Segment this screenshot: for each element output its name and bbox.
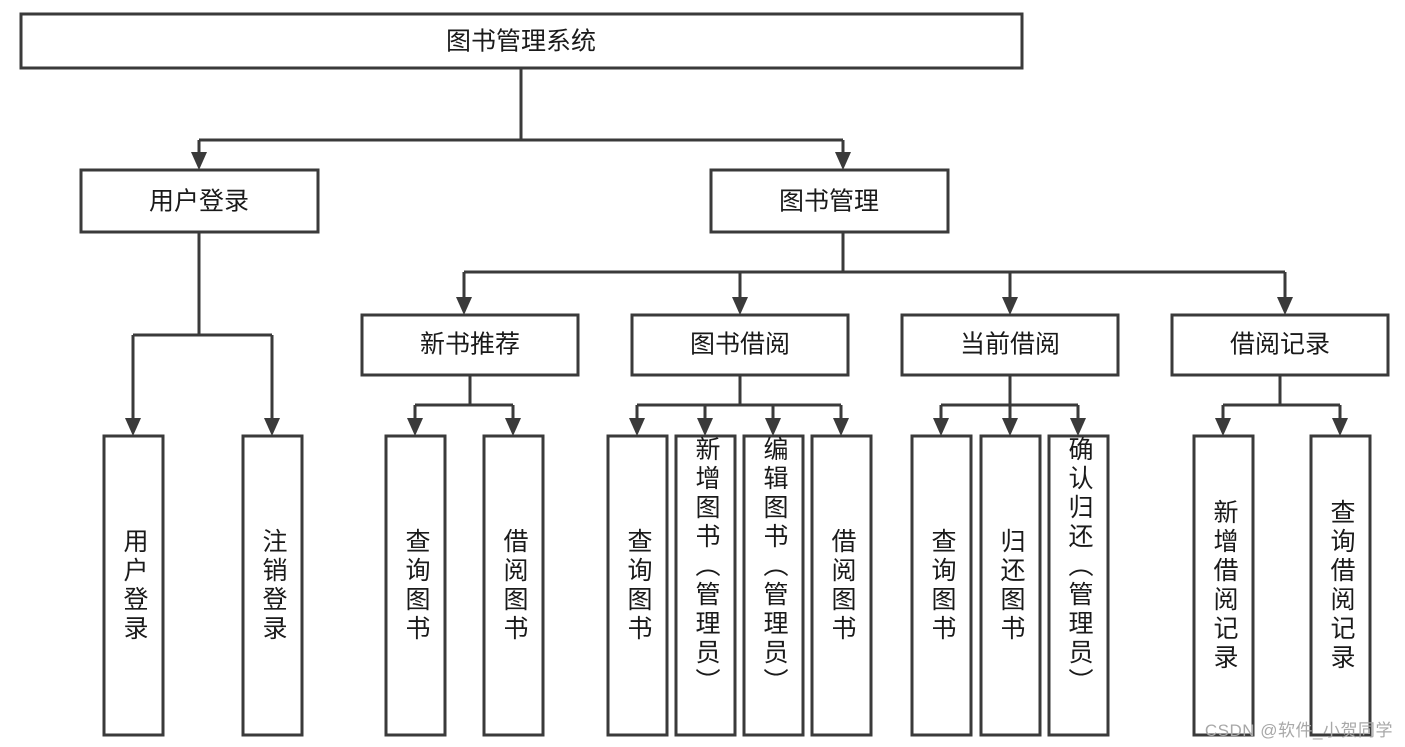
connector-currentborrow-to-leaves xyxy=(933,375,1086,436)
connector-root-to-bus xyxy=(191,68,851,170)
node-new-book-recommend[interactable]: 新书推荐 xyxy=(360,313,580,377)
leaf-box-book-borrow-3[interactable] xyxy=(742,434,805,737)
leaf-box-borrow-record-1[interactable] xyxy=(1192,434,1255,737)
leaf-box-borrow-record-2[interactable] xyxy=(1309,434,1372,737)
node-root[interactable]: 图书管理系统 xyxy=(19,12,1024,70)
node-new-book-recommend-label: 新书推荐 xyxy=(420,331,520,359)
connector-userlogin-to-leaves xyxy=(125,232,280,436)
leaf-box-new-book-2[interactable] xyxy=(482,434,545,737)
connector-bookborrow-to-leaves xyxy=(629,375,849,436)
leaf-box-user-login-2[interactable] xyxy=(241,434,304,737)
node-borrow-record[interactable]: 借阅记录 xyxy=(1170,313,1390,377)
node-current-borrow-label: 当前借阅 xyxy=(960,331,1060,359)
connector-bookmgmt-to-level3 xyxy=(456,232,1293,315)
node-user-login[interactable]: 用户登录 xyxy=(79,168,320,234)
node-borrow-record-label: 借阅记录 xyxy=(1230,331,1330,359)
watermark-text: CSDN @软件_小贺同学 xyxy=(1204,721,1393,740)
node-book-borrow-label: 图书借阅 xyxy=(690,331,790,359)
node-root-label: 图书管理系统 xyxy=(446,28,596,56)
leaf-box-user-login-1[interactable] xyxy=(102,434,165,737)
connector-borrowrecord-to-leaves xyxy=(1215,375,1348,436)
leaf-box-book-borrow-2[interactable] xyxy=(674,434,737,737)
node-book-borrow[interactable]: 图书借阅 xyxy=(630,313,850,377)
leaf-box-book-borrow-1[interactable] xyxy=(606,434,669,737)
node-current-borrow[interactable]: 当前借阅 xyxy=(900,313,1120,377)
leaf-box-current-borrow-1[interactable] xyxy=(910,434,973,737)
node-user-login-label: 用户登录 xyxy=(149,188,249,216)
leaf-box-new-book-1[interactable] xyxy=(384,434,447,737)
connector-newbook-to-leaves xyxy=(407,375,521,436)
leaf-box-current-borrow-2[interactable] xyxy=(979,434,1042,737)
node-book-management-label: 图书管理 xyxy=(779,188,879,216)
leaf-box-current-borrow-3[interactable] xyxy=(1047,434,1110,737)
node-book-management[interactable]: 图书管理 xyxy=(709,168,950,234)
leaf-box-book-borrow-4[interactable] xyxy=(810,434,873,737)
